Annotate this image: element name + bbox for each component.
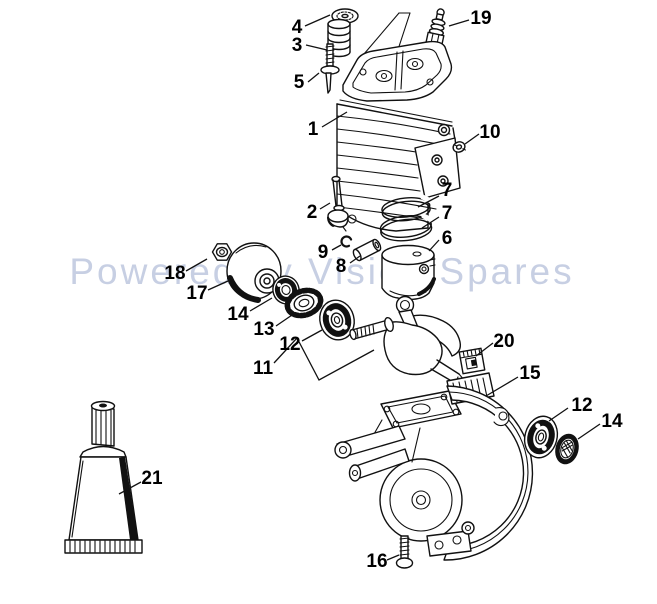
part-17-rotor-dome-drawing bbox=[226, 242, 282, 303]
part-label-14a: 14 bbox=[227, 304, 249, 325]
part-15-crankcase-drawing bbox=[334, 372, 534, 561]
watermark: Powered by Vision Spares bbox=[69, 251, 574, 292]
part-1-cylinder-drawing bbox=[336, 99, 461, 232]
part-20-clip-drawing bbox=[458, 347, 486, 375]
part-label-7b: 7 bbox=[442, 203, 453, 224]
part-10-washer-drawing bbox=[452, 141, 466, 153]
part-label-18: 18 bbox=[164, 263, 185, 284]
part-7-piston-ring-upper-drawing bbox=[381, 194, 434, 222]
part-14-seal-right-drawing bbox=[555, 433, 579, 465]
part-label-17: 17 bbox=[186, 283, 207, 304]
part-label-6: 6 bbox=[442, 228, 453, 249]
part-12-bearing-left-drawing bbox=[319, 299, 355, 341]
part-label-4: 4 bbox=[292, 17, 303, 38]
part-label-3: 3 bbox=[292, 35, 303, 56]
part-label-15: 15 bbox=[519, 363, 541, 384]
part-16-screw-drawing bbox=[395, 535, 414, 569]
exhaust-flange bbox=[414, 137, 461, 199]
part-labels: 4 3 5 19 1 10 2 7 7 6 9 8 18 17 14 13 12… bbox=[141, 8, 623, 572]
part-label-11: 11 bbox=[253, 358, 274, 379]
part-13-gear-drawing bbox=[284, 287, 324, 319]
watermark-text: Powered by Vision Spares bbox=[69, 251, 574, 292]
part-label-14b: 14 bbox=[601, 411, 623, 432]
part-label-16: 16 bbox=[366, 551, 387, 572]
part-21-sealant-tube-drawing bbox=[64, 400, 143, 554]
part-2-valve-screw-drawing bbox=[327, 175, 349, 232]
part-8-piston-pin-drawing bbox=[352, 238, 382, 262]
part-label-7a: 7 bbox=[442, 180, 453, 201]
part-7-piston-ring-lower-drawing bbox=[379, 213, 435, 242]
leader-lines bbox=[118, 14, 601, 561]
part-label-5: 5 bbox=[294, 72, 305, 93]
part-label-1: 1 bbox=[308, 119, 319, 140]
part-label-20: 20 bbox=[493, 331, 514, 352]
part-label-10: 10 bbox=[479, 122, 500, 143]
part-label-2: 2 bbox=[307, 202, 318, 223]
part-18-nut-drawing bbox=[211, 243, 233, 261]
part-5-screw-drawing bbox=[320, 43, 340, 94]
part-label-21: 21 bbox=[141, 468, 163, 489]
part-3-spring-drawing bbox=[327, 18, 351, 58]
part-label-19: 19 bbox=[470, 8, 491, 29]
part-12-bearing-right-drawing bbox=[523, 415, 559, 459]
part-label-8: 8 bbox=[336, 256, 347, 277]
part-label-9: 9 bbox=[318, 242, 329, 263]
part-label-12a: 12 bbox=[279, 334, 300, 355]
part-6-piston-drawing bbox=[381, 244, 436, 301]
part-11-crankshaft-drawing bbox=[349, 295, 468, 389]
part-9-circlip-drawing bbox=[340, 235, 353, 248]
cylinder-head-drawing bbox=[342, 40, 453, 102]
part-label-13: 13 bbox=[253, 319, 274, 340]
part-label-12b: 12 bbox=[571, 395, 592, 416]
